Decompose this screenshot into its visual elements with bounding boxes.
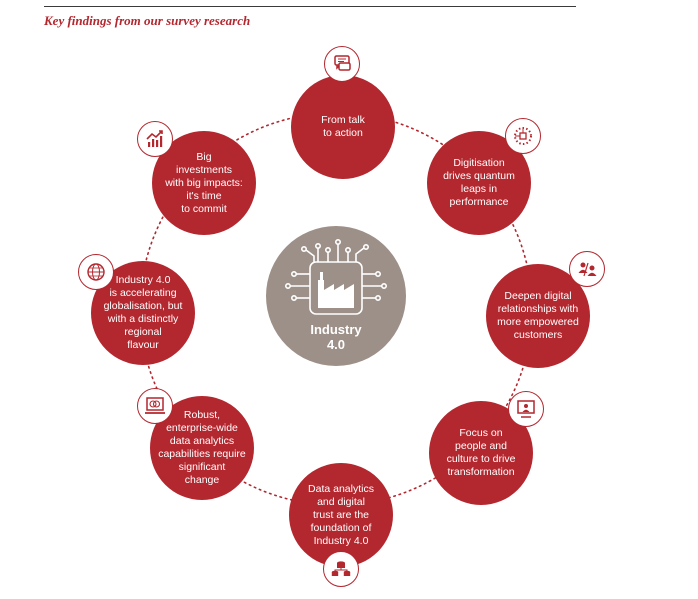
growth-chart-icon bbox=[137, 121, 173, 157]
database-stack-icon bbox=[323, 551, 359, 587]
finding-label: Deepen digital relationships with more e… bbox=[497, 290, 579, 341]
chat-bubbles-icon bbox=[324, 46, 360, 82]
finding-label: Industry 4.0 is accelerating globalisati… bbox=[103, 274, 183, 351]
presentation-person-icon bbox=[508, 391, 544, 427]
finding-label: Digitisation drives quantum leaps in per… bbox=[443, 157, 515, 208]
globe-grid-icon bbox=[78, 254, 114, 290]
finding-label: Data analytics and digital trust are the… bbox=[308, 482, 374, 547]
finding-digital-relationships: Deepen digital relationships with more e… bbox=[486, 264, 590, 368]
finding-label: Big investments with big impacts: it's t… bbox=[165, 150, 243, 215]
finding-talk-to-action: From talk to action bbox=[291, 75, 395, 179]
center-label: Industry 4.0 bbox=[310, 322, 362, 352]
finding-label: From talk to action bbox=[321, 114, 365, 139]
customer-people-icon bbox=[569, 251, 605, 287]
finding-label: Focus on people and culture to drive tra… bbox=[446, 427, 516, 478]
network-nodes-icon bbox=[505, 118, 541, 154]
page-title: Key findings from our survey research bbox=[44, 13, 251, 28]
analytics-screen-icon bbox=[137, 388, 173, 424]
factory-chip-icon bbox=[284, 239, 388, 315]
center-industry-4-0: Industry 4.0 bbox=[266, 226, 406, 366]
finding-data-analytics-trust: Data analytics and digital trust are the… bbox=[289, 463, 393, 567]
finding-label: Robust, enterprise-wide data analytics c… bbox=[158, 409, 246, 486]
top-rule bbox=[44, 6, 576, 7]
